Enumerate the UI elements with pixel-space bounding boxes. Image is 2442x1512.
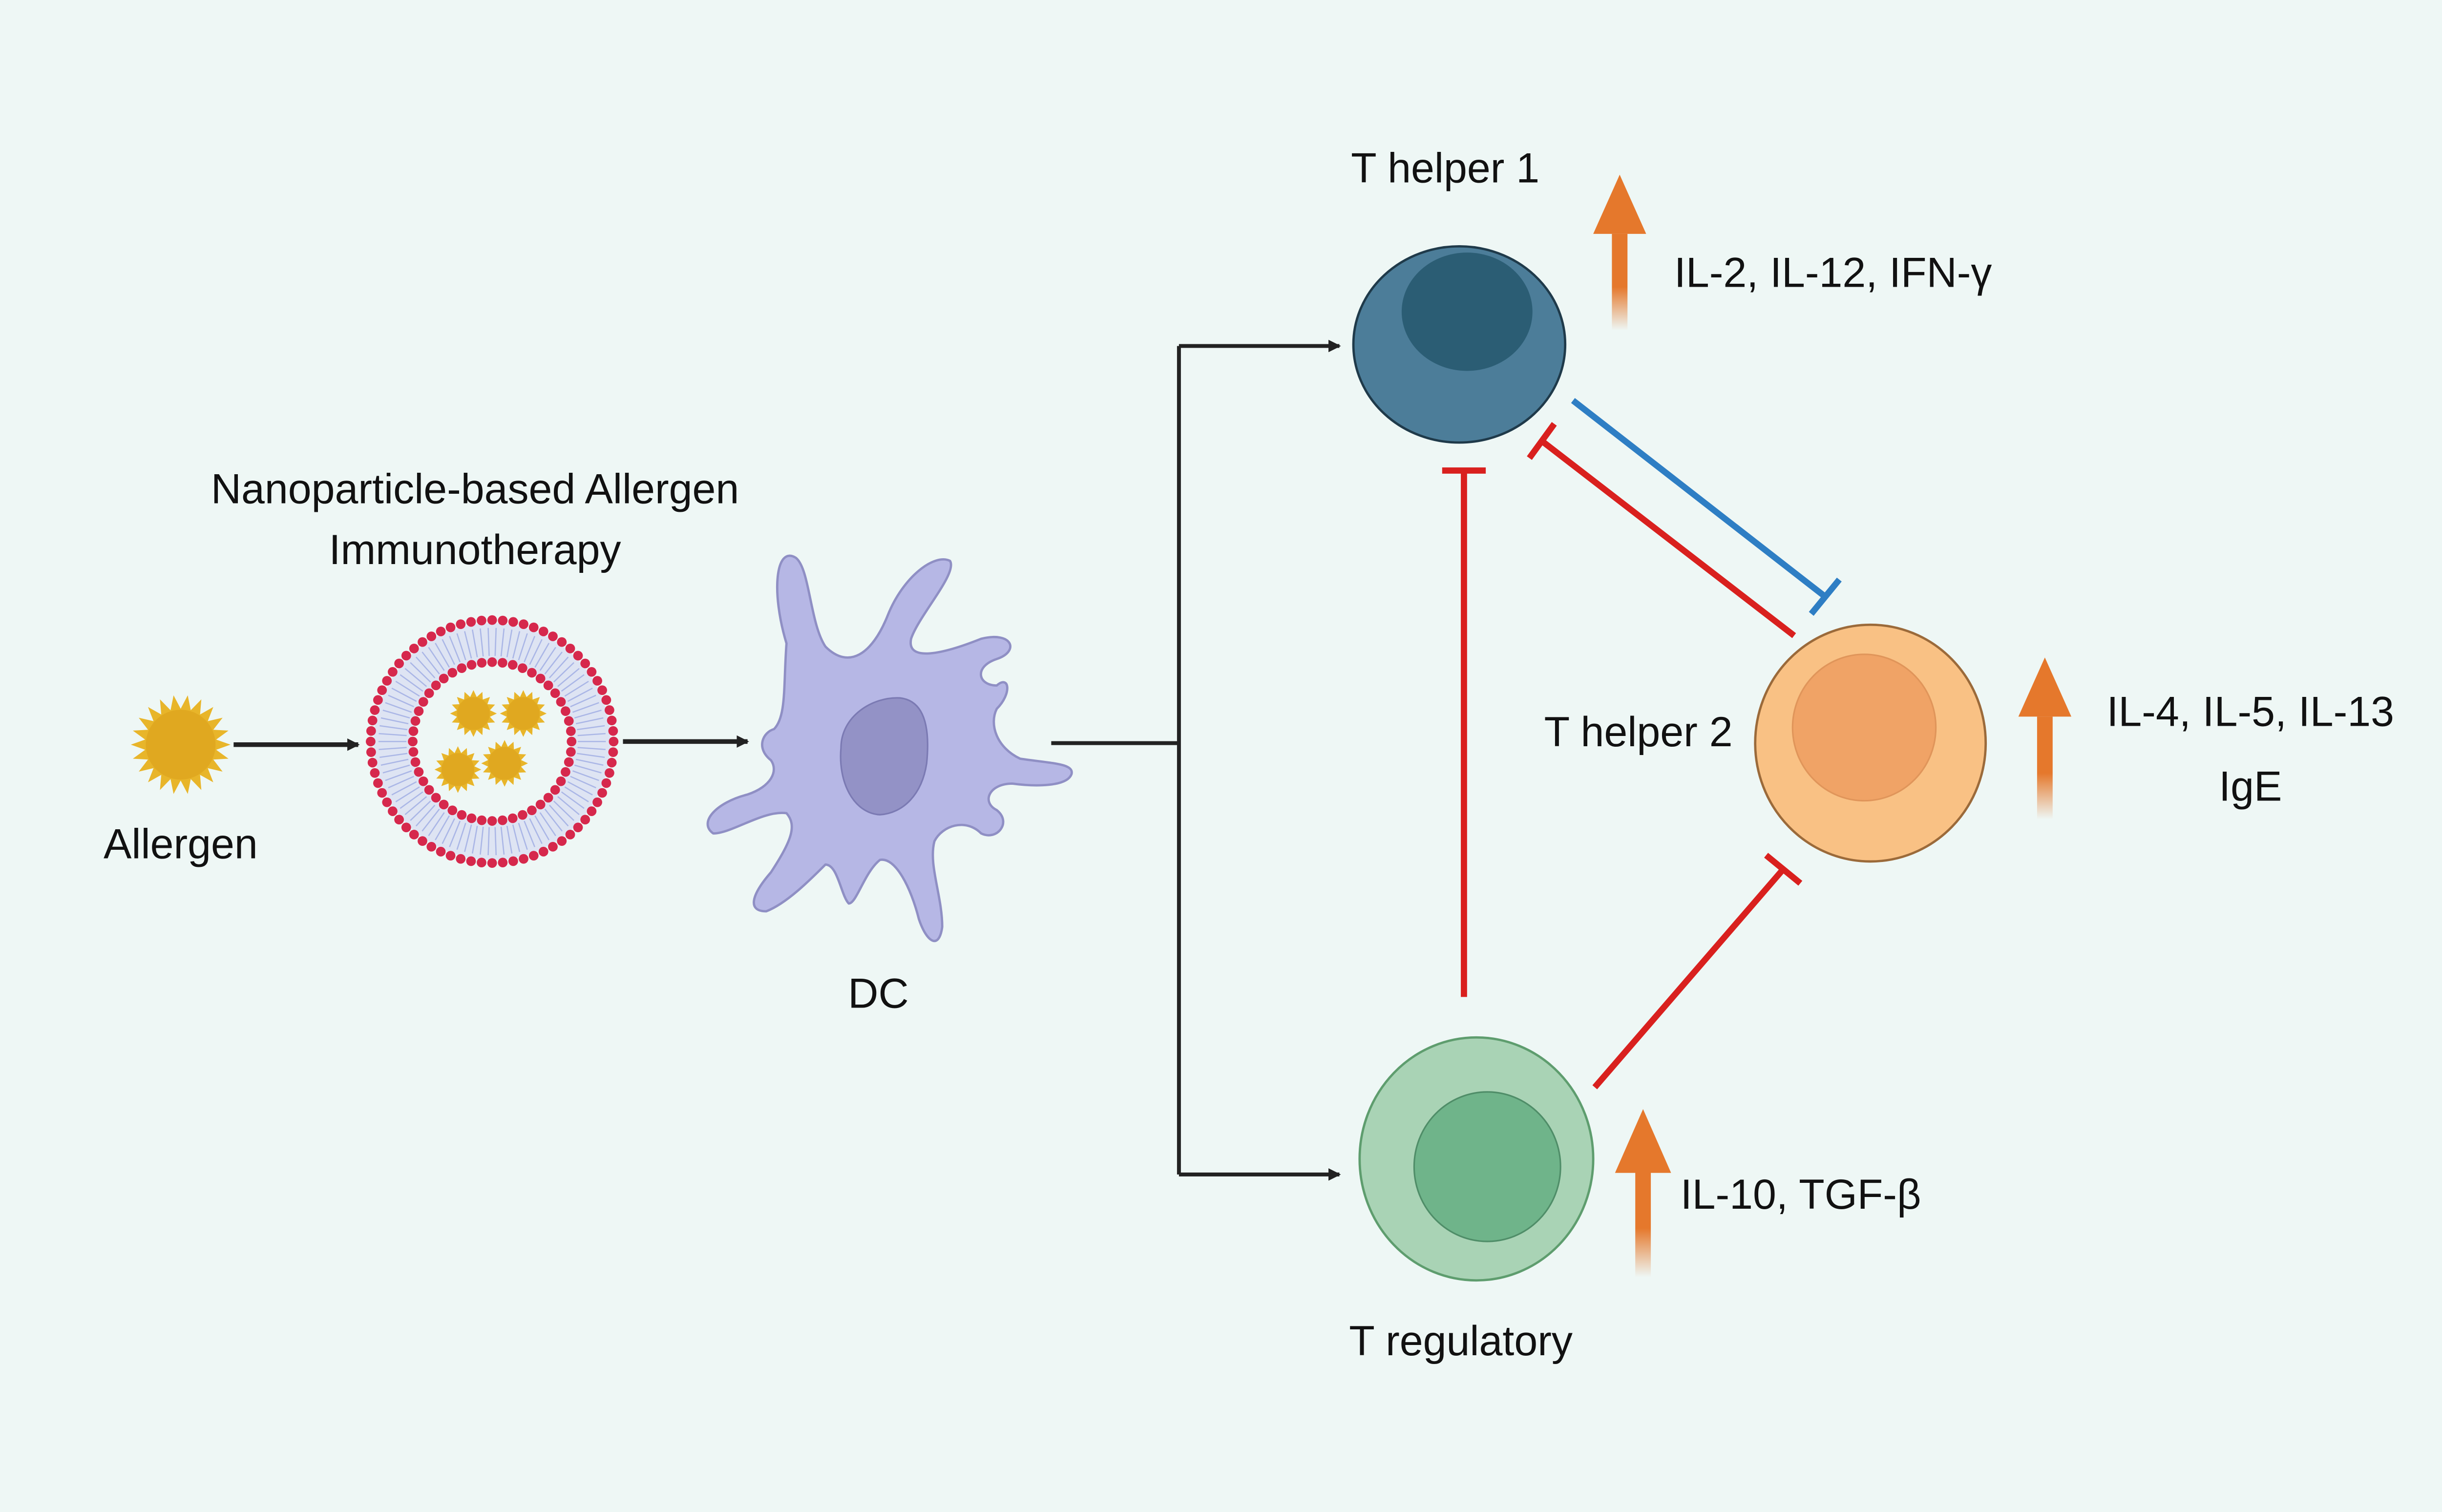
th2-up-arrow-icon xyxy=(2018,657,2072,819)
inhibition-treg-to-th2 xyxy=(1592,853,1803,1090)
title-line-1: Nanoparticle-based Allergen xyxy=(211,466,739,513)
inhibition-th2-to-th1 xyxy=(1527,422,1796,638)
th2-label: T helper 2 xyxy=(1544,709,1733,756)
allergen-icon xyxy=(130,695,231,794)
dendritic-cell-icon xyxy=(706,554,1073,943)
th1-label: T helper 1 xyxy=(1351,145,1539,192)
th2-cytokines: IL-4, IL-5, IL-13 xyxy=(2107,689,2395,735)
inhibition-th1-to-th2 xyxy=(1571,398,1842,616)
treg-label: T regulatory xyxy=(1349,1318,1573,1365)
dc-label: DC xyxy=(848,970,908,1017)
treg-up-arrow-icon xyxy=(1615,1109,1671,1278)
th1-up-arrow-icon xyxy=(1593,174,1646,331)
title-line-2: Immunotherapy xyxy=(329,526,621,573)
treg-cell-icon xyxy=(1358,1036,1595,1282)
th1-cytokines: IL-2, IL-12, IFN-γ xyxy=(1674,249,1992,296)
dc-branch-connector xyxy=(1051,339,1341,1181)
allergen-label: Allergen xyxy=(104,821,258,868)
inhibition-treg-to-th1 xyxy=(1442,467,1486,997)
nanoparticle-icon xyxy=(366,615,619,868)
th2-cell-icon xyxy=(1754,623,1987,863)
treg-cytokines: IL-10, TGF-β xyxy=(1681,1171,1921,1218)
th1-cell-icon xyxy=(1352,245,1567,444)
th2-ige: IgE xyxy=(2219,763,2282,810)
